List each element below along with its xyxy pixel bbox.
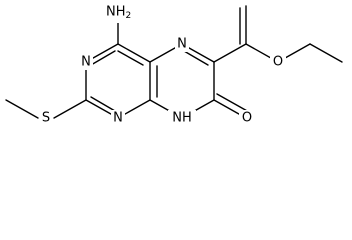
sulfur-label: S: [42, 111, 50, 126]
bond-c7-o-double: [216, 93, 250, 113]
nh-label: NH: [172, 111, 192, 126]
bond-c4a-c4-inner: [117, 50, 144, 66]
bond-c6-ccarboxyl: [213, 43, 247, 63]
bond-c2-s: [53, 99, 87, 119]
bond-c2-n1-inner: [90, 96, 116, 112]
amino-label: NH2: [106, 5, 131, 22]
n3-label: N: [81, 55, 91, 70]
bond-c4a-c4: [117, 43, 151, 63]
atom-labels: NH2 N N N NH S O O: [39, 5, 286, 126]
n5-label: N: [177, 37, 187, 52]
n1-label: N: [113, 111, 123, 126]
bond-s-ch3: [5, 99, 39, 119]
bond-c4-n3-inner: [90, 50, 116, 66]
bond-n5-c6-inner: [183, 50, 209, 66]
bond-ch2-ch3: [309, 43, 343, 63]
carbonyl-oxygen-label: O: [242, 111, 252, 126]
bonds: [5, 5, 343, 119]
ester-oxygen-label: O: [273, 55, 283, 70]
chemical-structure: NH2 N N N NH S O O: [5, 5, 343, 126]
